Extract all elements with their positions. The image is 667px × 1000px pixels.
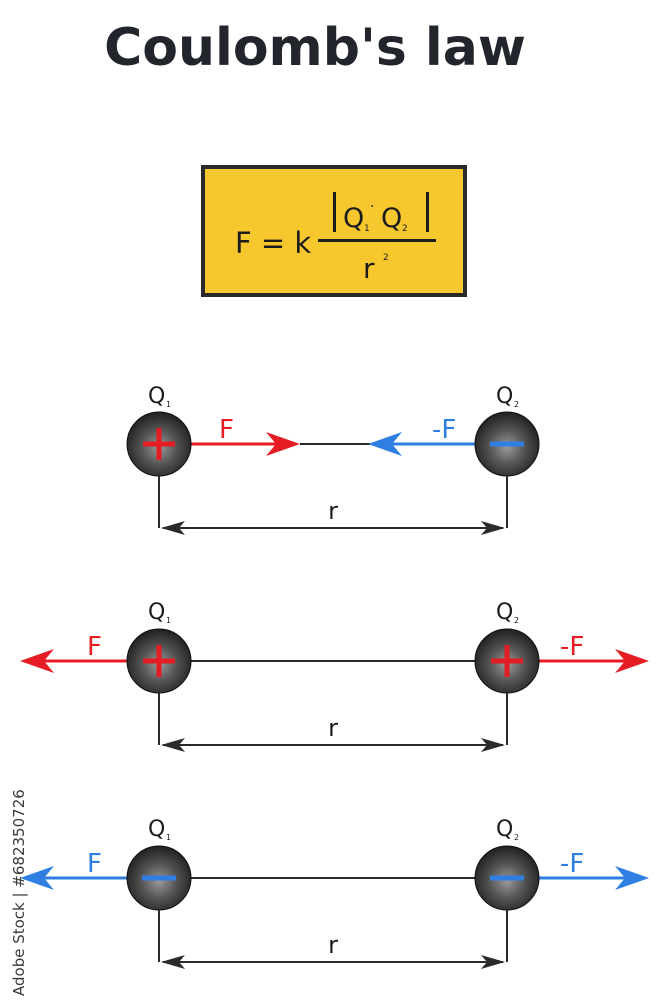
charge1-subscript-1: 1	[166, 616, 171, 625]
distance-label-2: r	[328, 931, 338, 959]
charge1-subscript-0: 1	[166, 400, 171, 409]
charge2-minus-sign-0	[490, 441, 524, 447]
charge2-label-0: Q	[496, 384, 513, 409]
denominator-exponent: 2	[383, 253, 389, 263]
force1-label-0: F	[219, 415, 234, 445]
charge1-minus-sign-2	[142, 875, 176, 881]
charge1-plus-sign-vertical-0	[156, 428, 162, 460]
force1-arrowhead-2	[20, 866, 54, 890]
numerator-dot: ·	[370, 199, 374, 215]
force2-arrowhead-2	[615, 866, 649, 890]
force2-label-1: -F	[560, 632, 584, 662]
charge1-label-0: Q	[148, 384, 165, 409]
formula-box: F = k Q 1 · Q 2 r 2	[201, 165, 467, 297]
force1-label-2: F	[87, 849, 102, 879]
distance-label-0: r	[328, 497, 338, 525]
distance-label-1: r	[328, 714, 338, 742]
numerator-q2: Q	[381, 203, 402, 234]
force2-label-2: -F	[560, 849, 584, 879]
charge1-label-2: Q	[148, 817, 165, 842]
abs-bar-right	[426, 192, 429, 232]
formula-lhs: F = k	[235, 226, 311, 260]
charge2-plus-sign-vertical-1	[504, 645, 510, 677]
fraction-line	[318, 239, 436, 242]
denominator: r	[363, 252, 375, 285]
dimension-arrow-right-1	[481, 738, 505, 752]
force2-arrowhead-1	[615, 649, 649, 673]
dimension-arrow-right-2	[481, 955, 505, 969]
dimension-arrow-left-2	[161, 955, 185, 969]
numerator-q1: Q	[343, 203, 364, 234]
charge1-label-1: Q	[148, 600, 165, 625]
charge2-subscript-1: 2	[514, 616, 519, 625]
force1-arrowhead-0	[266, 432, 300, 456]
force2-arrowhead-0	[368, 432, 402, 456]
abs-bar-left	[333, 192, 336, 232]
watermark: Adobe Stock | #682350726	[6, 760, 36, 996]
charge2-label-2: Q	[496, 817, 513, 842]
page-title: Coulomb's law	[104, 18, 526, 78]
numerator-q2-sub: 2	[402, 224, 408, 234]
force1-arrowhead-1	[20, 649, 54, 673]
watermark-text: Adobe Stock | #682350726	[10, 789, 28, 996]
charge2-minus-sign-2	[490, 875, 524, 881]
charge2-subscript-2: 2	[514, 833, 519, 842]
charge1-subscript-2: 1	[166, 833, 171, 842]
formula: F = k Q 1 · Q 2 r 2	[235, 192, 436, 285]
charge2-subscript-0: 2	[514, 400, 519, 409]
numerator-q1-sub: 1	[364, 224, 370, 234]
dimension-arrow-right-0	[481, 521, 505, 535]
force1-label-1: F	[87, 632, 102, 662]
dimension-arrow-left-0	[161, 521, 185, 535]
force2-label-0: -F	[432, 415, 456, 445]
dimension-arrow-left-1	[161, 738, 185, 752]
charge1-plus-sign-vertical-1	[156, 645, 162, 677]
charge2-label-1: Q	[496, 600, 513, 625]
